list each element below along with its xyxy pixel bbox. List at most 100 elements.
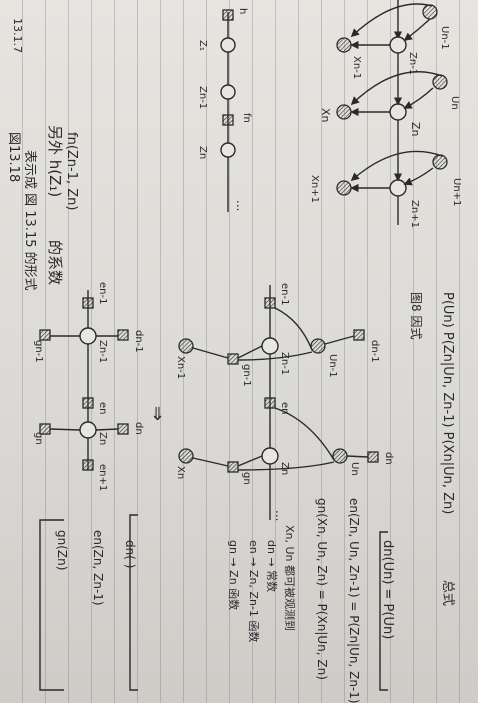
- z-cur-label: Zn: [409, 122, 422, 137]
- g-cur-label: gn: [241, 472, 252, 485]
- e-cur-bfactor: [82, 397, 94, 409]
- u-cur-node: [432, 74, 448, 90]
- u-prev-var: [310, 338, 326, 354]
- e-cur-blabel: en: [97, 402, 108, 415]
- bottom-e-note: en(Zn, Zn-1): [91, 530, 105, 606]
- zn-label: Zn: [197, 146, 208, 159]
- u-cur-var: [332, 448, 348, 464]
- z-prev-bvar: [79, 327, 97, 345]
- e-prev-label: en-1: [279, 283, 290, 305]
- z-prev-label: Zn-1: [279, 352, 290, 375]
- h-factor: [222, 9, 234, 21]
- g-cur-blabel: gn: [33, 432, 44, 445]
- u-next-label: Un+1: [451, 178, 462, 206]
- e-next-blabel: en+1: [97, 464, 108, 491]
- x-prev-label: Xn-1: [351, 56, 362, 79]
- z-cur-node: [389, 103, 407, 121]
- d-prev-factor: [353, 329, 365, 341]
- z-next-node: [389, 179, 407, 197]
- d-prev-blabel: dn-1: [133, 330, 144, 353]
- z-prev-blabel: Zn-1: [97, 340, 108, 363]
- x-cur-label: Xn: [319, 108, 332, 123]
- u-cur-label: Un: [349, 462, 360, 476]
- top-graph: Zn-1 Zn Zn+1 Xn-1 Xn Xn+1 Un-1 Un Un+1: [309, 0, 462, 228]
- z1-node: [220, 37, 236, 53]
- bottom-d-note: dn( ): [123, 540, 137, 568]
- phi-note: 另外 h(Z₁): [46, 125, 64, 197]
- zn-node: [220, 142, 236, 158]
- d-cur-label: dn: [383, 452, 394, 465]
- z-prev-var: [261, 337, 279, 355]
- x-cur-var: [178, 448, 194, 464]
- middle-factor-graph: ... dn-1 en-1 en dn gn-1 gn Un-1 Zn-1 Un…: [150, 283, 394, 521]
- def-d: dn(Un) = P(Un): [380, 540, 395, 639]
- chain-ellipsis: ...: [234, 200, 248, 211]
- g-prev-factor: [227, 353, 239, 365]
- e-prev-blabel: en-1: [97, 282, 108, 304]
- z-cur-var: [261, 447, 279, 465]
- left-margin-notes: 13.1.7 図13.18 表示成 図 13.15 的形式 另外 h(Z₁) 的…: [6, 18, 79, 291]
- bottom-g-note: gn(Zn): [55, 530, 69, 570]
- fig-ref-label: 図13.18: [6, 132, 21, 182]
- joint-tail: 总式: [440, 580, 455, 606]
- g-prev-blabel: gn-1: [33, 340, 44, 363]
- e-next-bfactor: [82, 459, 94, 471]
- z-next-label: Zn+1: [409, 200, 420, 228]
- fn-factor: [222, 114, 234, 126]
- right-equations: P(Un) P(Zn|Un, Zn-1) P(Xn|Un, Zn) 总式 图8 …: [227, 292, 455, 703]
- joint-equation: P(Un) P(Zn|Un, Zn-1) P(Xn|Un, Zn): [440, 292, 455, 514]
- u-prev-label: Un-1: [327, 354, 338, 378]
- u-prev-label: Un-1: [439, 26, 450, 50]
- g-prev-label: gn-1: [241, 364, 252, 387]
- def-e: en(Zn, Un, Zn-1) = P(Zn|Un, Zn-1): [347, 498, 361, 703]
- note-g: gn → Zn 函数: [227, 540, 240, 610]
- down-arrow-icon: ⇓: [150, 404, 165, 425]
- def-g: gn(Xn, Un, Zn) = P(Xn|Un, Zn): [315, 498, 329, 680]
- u-next-node: [432, 154, 448, 170]
- x-prev-label: Xn-1: [175, 356, 186, 379]
- x-next-node: [336, 180, 352, 196]
- e-prev-bfactor: [82, 297, 94, 309]
- zn-1-node: [220, 84, 236, 100]
- h-label: h: [237, 8, 248, 14]
- bottom-brace: [129, 514, 138, 691]
- x-next-label: Xn+1: [309, 175, 320, 203]
- g-prev-bfactor: [39, 329, 51, 341]
- middle-ellipsis: ...: [273, 510, 287, 521]
- e-prev-factor: [264, 297, 276, 309]
- e-cur-factor: [264, 397, 276, 409]
- z-prev-label: Zn-1: [407, 52, 418, 75]
- e-cur-label: en: [279, 402, 290, 415]
- zn-1-label: Zn-1: [197, 86, 208, 109]
- x-cur-label: Xn: [175, 466, 186, 479]
- g-cur-factor: [227, 461, 239, 473]
- z-prev-node: [389, 36, 407, 54]
- bottom-right-notes: dn( ) en(Zn, Zn-1) gn(Zn): [39, 514, 138, 691]
- fn-label: fn: [241, 113, 252, 123]
- phi-tail: 的系数: [46, 240, 64, 285]
- def-brace: [379, 531, 388, 691]
- bottom-factor-graph: en-1 dn-1 gn-1 en dn gn en+1 Zn-1 Zn: [33, 282, 144, 491]
- d-prev-bfactor: [117, 329, 129, 341]
- z-cur-bvar: [79, 421, 97, 439]
- d-prev-label: dn-1: [369, 340, 380, 363]
- u-cur-label: Un: [449, 96, 460, 110]
- d-cur-blabel: dn: [133, 422, 144, 435]
- date-label: 13.1.7: [11, 18, 24, 53]
- u-prev-node: [422, 4, 438, 20]
- f-note: fn(Zn-1, Zn): [64, 132, 79, 210]
- d-cur-factor: [367, 451, 379, 463]
- note-heading: Xn, Un 都可被观测到: [283, 525, 296, 631]
- bottom-left-brace: [39, 519, 64, 691]
- factor-fig-title: 图8 因式: [409, 292, 423, 339]
- chain-graph: ... h Z₁ Zn-1 fn Zn: [197, 8, 252, 212]
- x-prev-node: [336, 37, 352, 53]
- z1-label: Z₁: [197, 40, 208, 51]
- z-cur-label: Zn: [279, 462, 290, 475]
- d-cur-bfactor: [117, 423, 129, 435]
- note-e: en → Zn, Zn-1 函数: [247, 540, 260, 642]
- represent-note: 表示成 図 13.15 的形式: [22, 150, 38, 291]
- note-d: dn → 常数: [265, 540, 278, 592]
